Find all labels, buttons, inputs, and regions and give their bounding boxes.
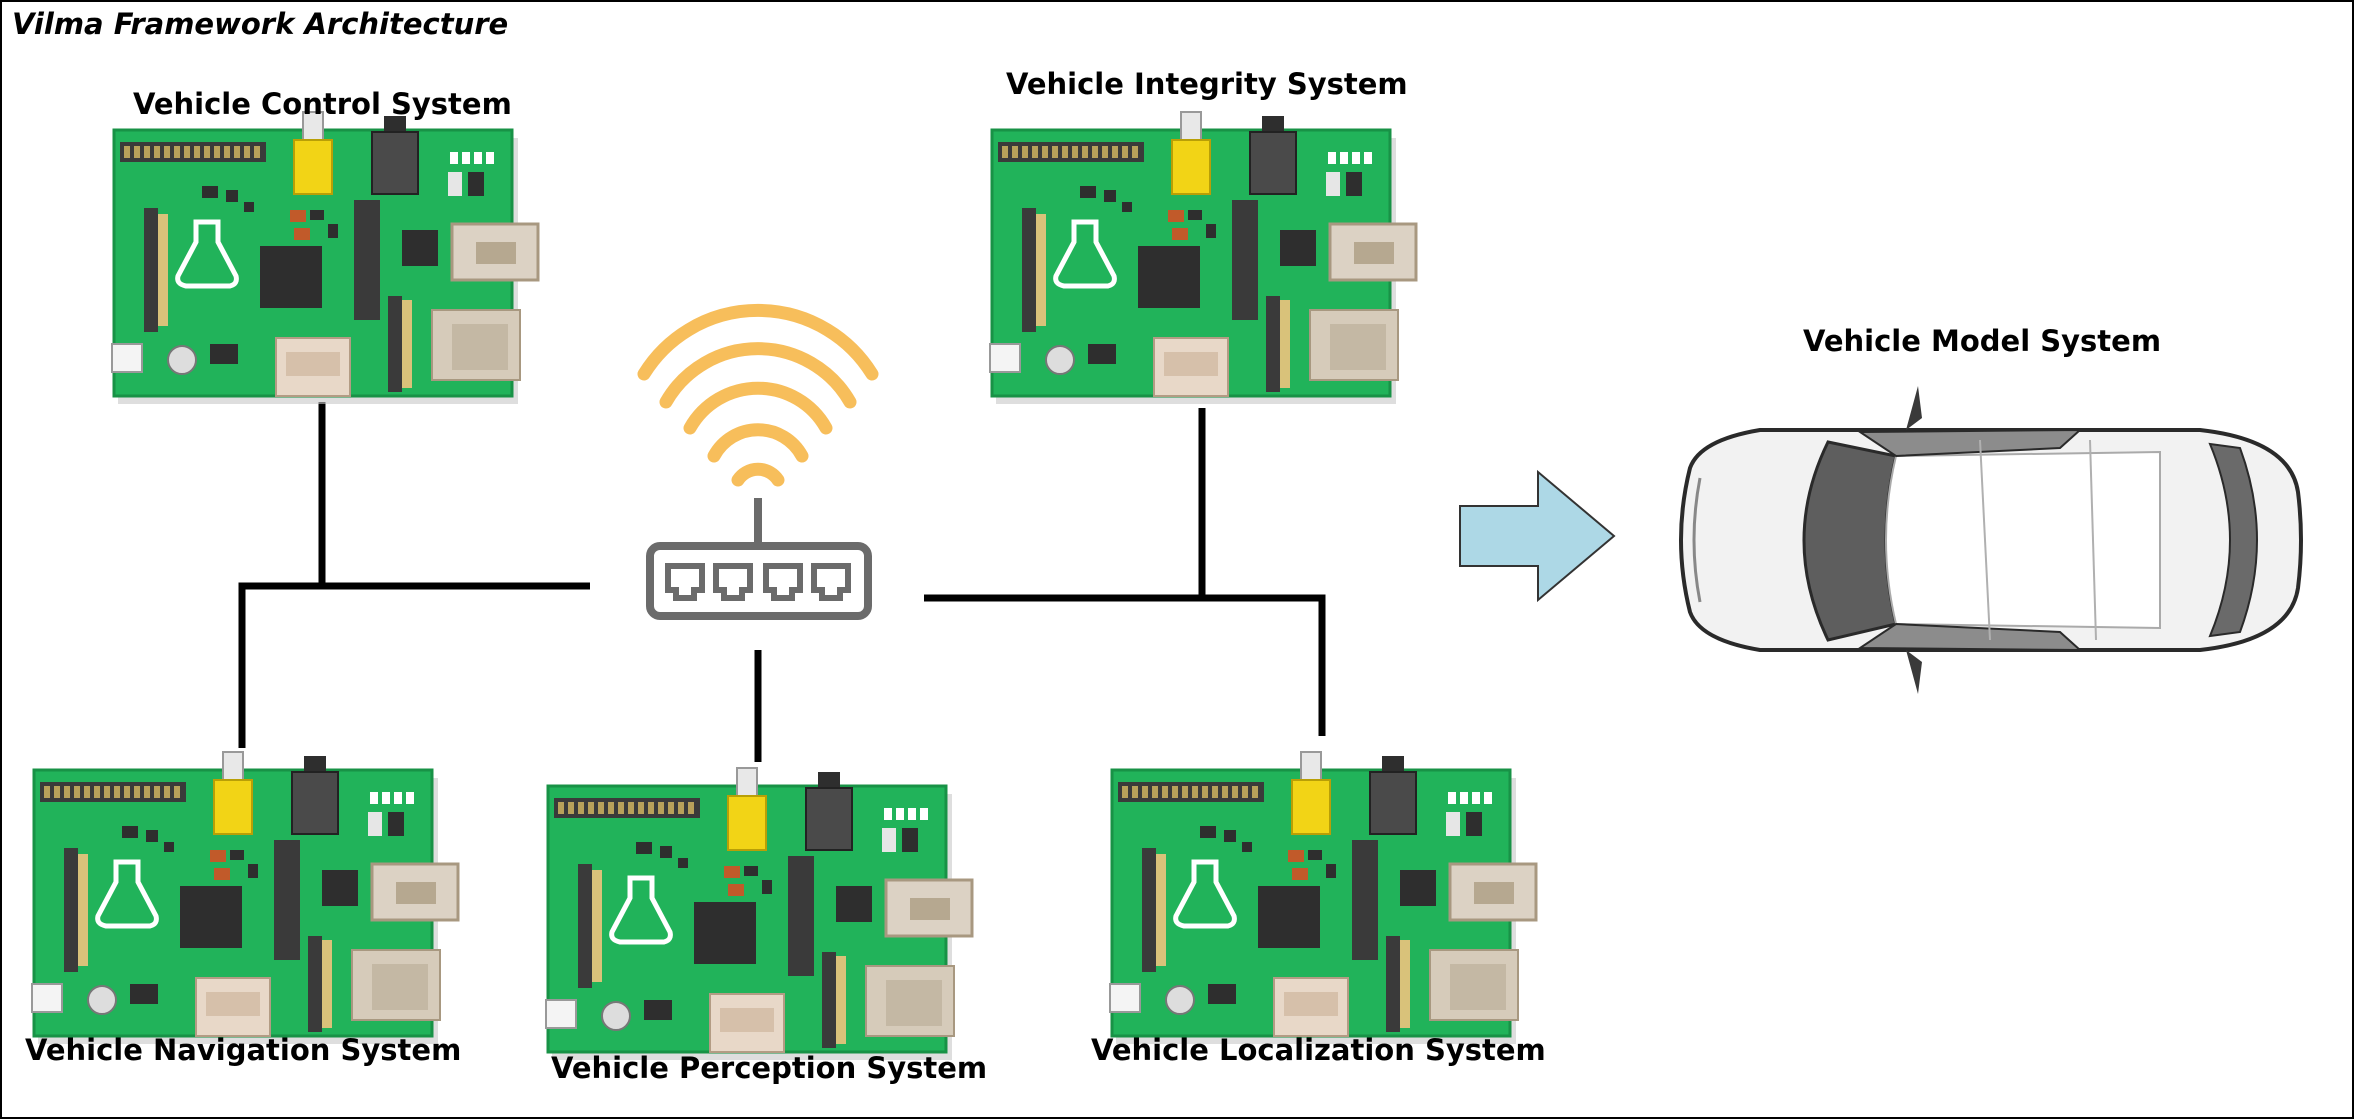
network-lines — [238, 402, 1326, 762]
diagram-title: Vilma Framework Architecture — [12, 7, 509, 41]
car-top-view-icon — [1679, 386, 2303, 694]
right-arrow-icon — [1459, 469, 1616, 603]
label-perception-system: Vehicle Perception System — [551, 1051, 988, 1085]
label-navigation-system: Vehicle Navigation System — [25, 1033, 462, 1067]
board-control — [112, 112, 538, 404]
label-localization-system: Vehicle Localization System — [1091, 1033, 1546, 1067]
link-left-bus — [238, 582, 590, 748]
board-perception — [546, 768, 972, 1060]
label-integrity-system: Vehicle Integrity System — [1006, 67, 1408, 101]
board-integrity — [990, 112, 1416, 404]
board-localization — [1110, 752, 1536, 1044]
wifi-router-icon — [637, 304, 879, 620]
board-navigation — [32, 752, 458, 1044]
label-model-system: Vehicle Model System — [1803, 324, 2162, 358]
label-control-system: Vehicle Control System — [133, 87, 512, 121]
link-right-bus — [924, 594, 1326, 736]
